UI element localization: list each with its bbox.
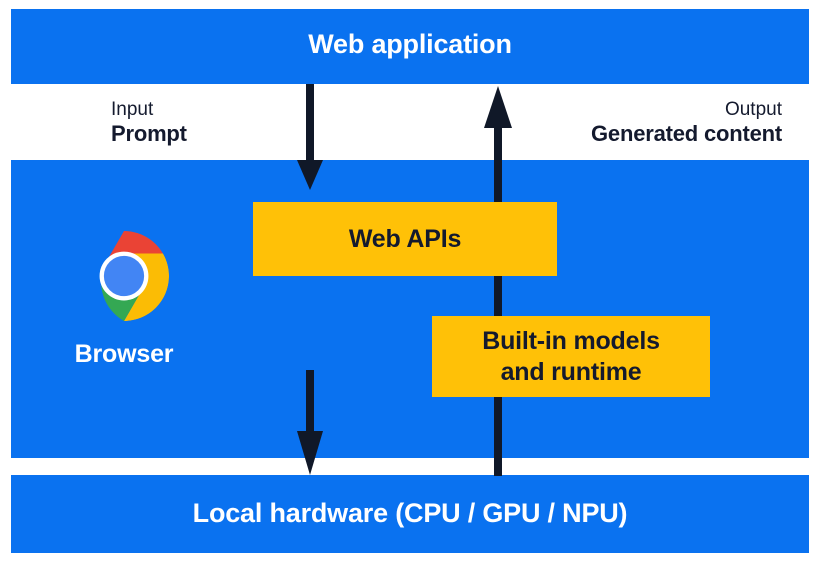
browser-label: Browser: [74, 340, 174, 368]
built-in-models-line1: Built-in models: [482, 327, 660, 355]
arrow-up-icon: [484, 86, 512, 476]
web-apis-label: Web APIs: [348, 224, 462, 253]
arrow-down-icon: [297, 370, 323, 475]
output-flow-label: Output Generated content: [591, 98, 782, 148]
local-hardware-title: Local hardware (CPU / GPU / NPU): [192, 498, 628, 528]
output-kind-text: Output: [724, 99, 782, 120]
local-hardware-band: [11, 475, 809, 553]
web-application-title: Web application: [308, 29, 512, 59]
input-flow-label: Input Prompt: [111, 98, 187, 148]
input-kind-text: Input: [111, 99, 154, 120]
built-in-models-line2: and runtime: [500, 357, 642, 386]
built-in-models-box[interactable]: Built-in models and runtime: [432, 316, 710, 397]
input-value-text: Prompt: [111, 121, 187, 147]
web-application-band: [11, 9, 809, 84]
output-value-text: Generated content: [591, 121, 782, 147]
chrome-logo-icon: [99, 230, 170, 322]
web-apis-box[interactable]: Web APIs: [253, 202, 557, 276]
arrow-down-icon: [297, 84, 323, 190]
